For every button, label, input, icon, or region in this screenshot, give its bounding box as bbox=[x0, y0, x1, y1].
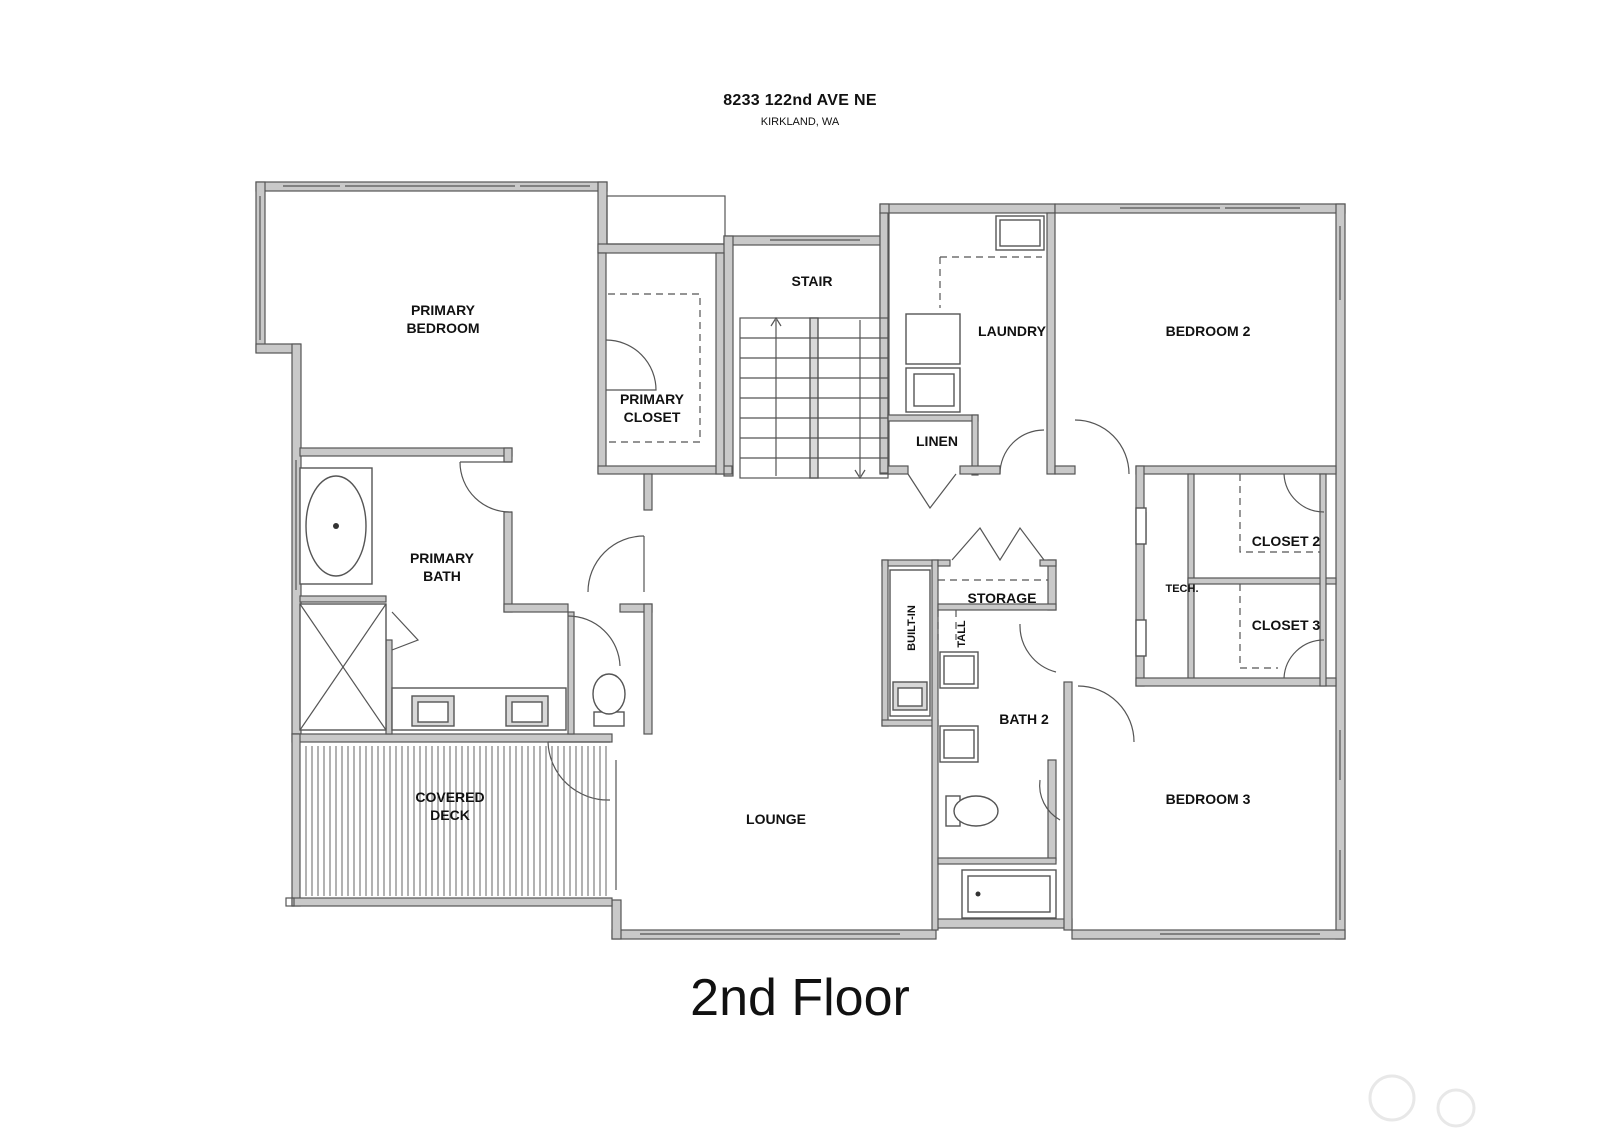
label-stair: STAIR bbox=[792, 273, 833, 289]
label-bedroom-2: BEDROOM 2 bbox=[1166, 323, 1251, 339]
label-laundry: LAUNDRY bbox=[978, 323, 1047, 339]
label-linen: LINEN bbox=[916, 433, 958, 449]
room-labels: PRIMARY BEDROOM PRIMARY CLOSET STAIR LAU… bbox=[406, 273, 1320, 827]
label-primary-closet-2: CLOSET bbox=[624, 409, 681, 425]
deck-boards bbox=[305, 746, 607, 896]
floor-title: 2nd Floor bbox=[690, 969, 910, 1027]
staircase bbox=[739, 316, 889, 480]
label-storage: STORAGE bbox=[968, 590, 1037, 606]
label-primary-bedroom-2: BEDROOM bbox=[406, 320, 479, 336]
interior-walls bbox=[299, 212, 1337, 931]
watermark-logo bbox=[1368, 1074, 1476, 1128]
label-closet-2: CLOSET 2 bbox=[1252, 533, 1321, 549]
label-bedroom-3: BEDROOM 3 bbox=[1166, 791, 1251, 807]
label-covered-deck-1: COVERED bbox=[415, 789, 484, 805]
label-covered-deck-2: DECK bbox=[430, 807, 470, 823]
label-lounge: LOUNGE bbox=[746, 811, 806, 827]
closet-shelves bbox=[608, 256, 1320, 669]
label-tall: TALL bbox=[956, 620, 968, 648]
door-swings bbox=[391, 339, 1325, 821]
label-closet-3: CLOSET 3 bbox=[1252, 617, 1321, 633]
label-primary-bedroom-1: PRIMARY bbox=[411, 302, 476, 318]
city-subtitle: KIRKLAND, WA bbox=[760, 116, 840, 128]
label-primary-bath-1: PRIMARY bbox=[410, 550, 475, 566]
label-built-in: BUILT-IN bbox=[906, 605, 918, 651]
label-primary-closet-1: PRIMARY bbox=[620, 391, 685, 407]
label-bath-2: BATH 2 bbox=[999, 711, 1049, 727]
fixtures bbox=[299, 215, 1147, 919]
address-title: 8233 122nd AVE NE bbox=[723, 92, 877, 109]
label-primary-bath-2: BATH bbox=[423, 568, 461, 584]
windows bbox=[259, 185, 1341, 935]
label-tech: TECH. bbox=[1166, 583, 1199, 595]
